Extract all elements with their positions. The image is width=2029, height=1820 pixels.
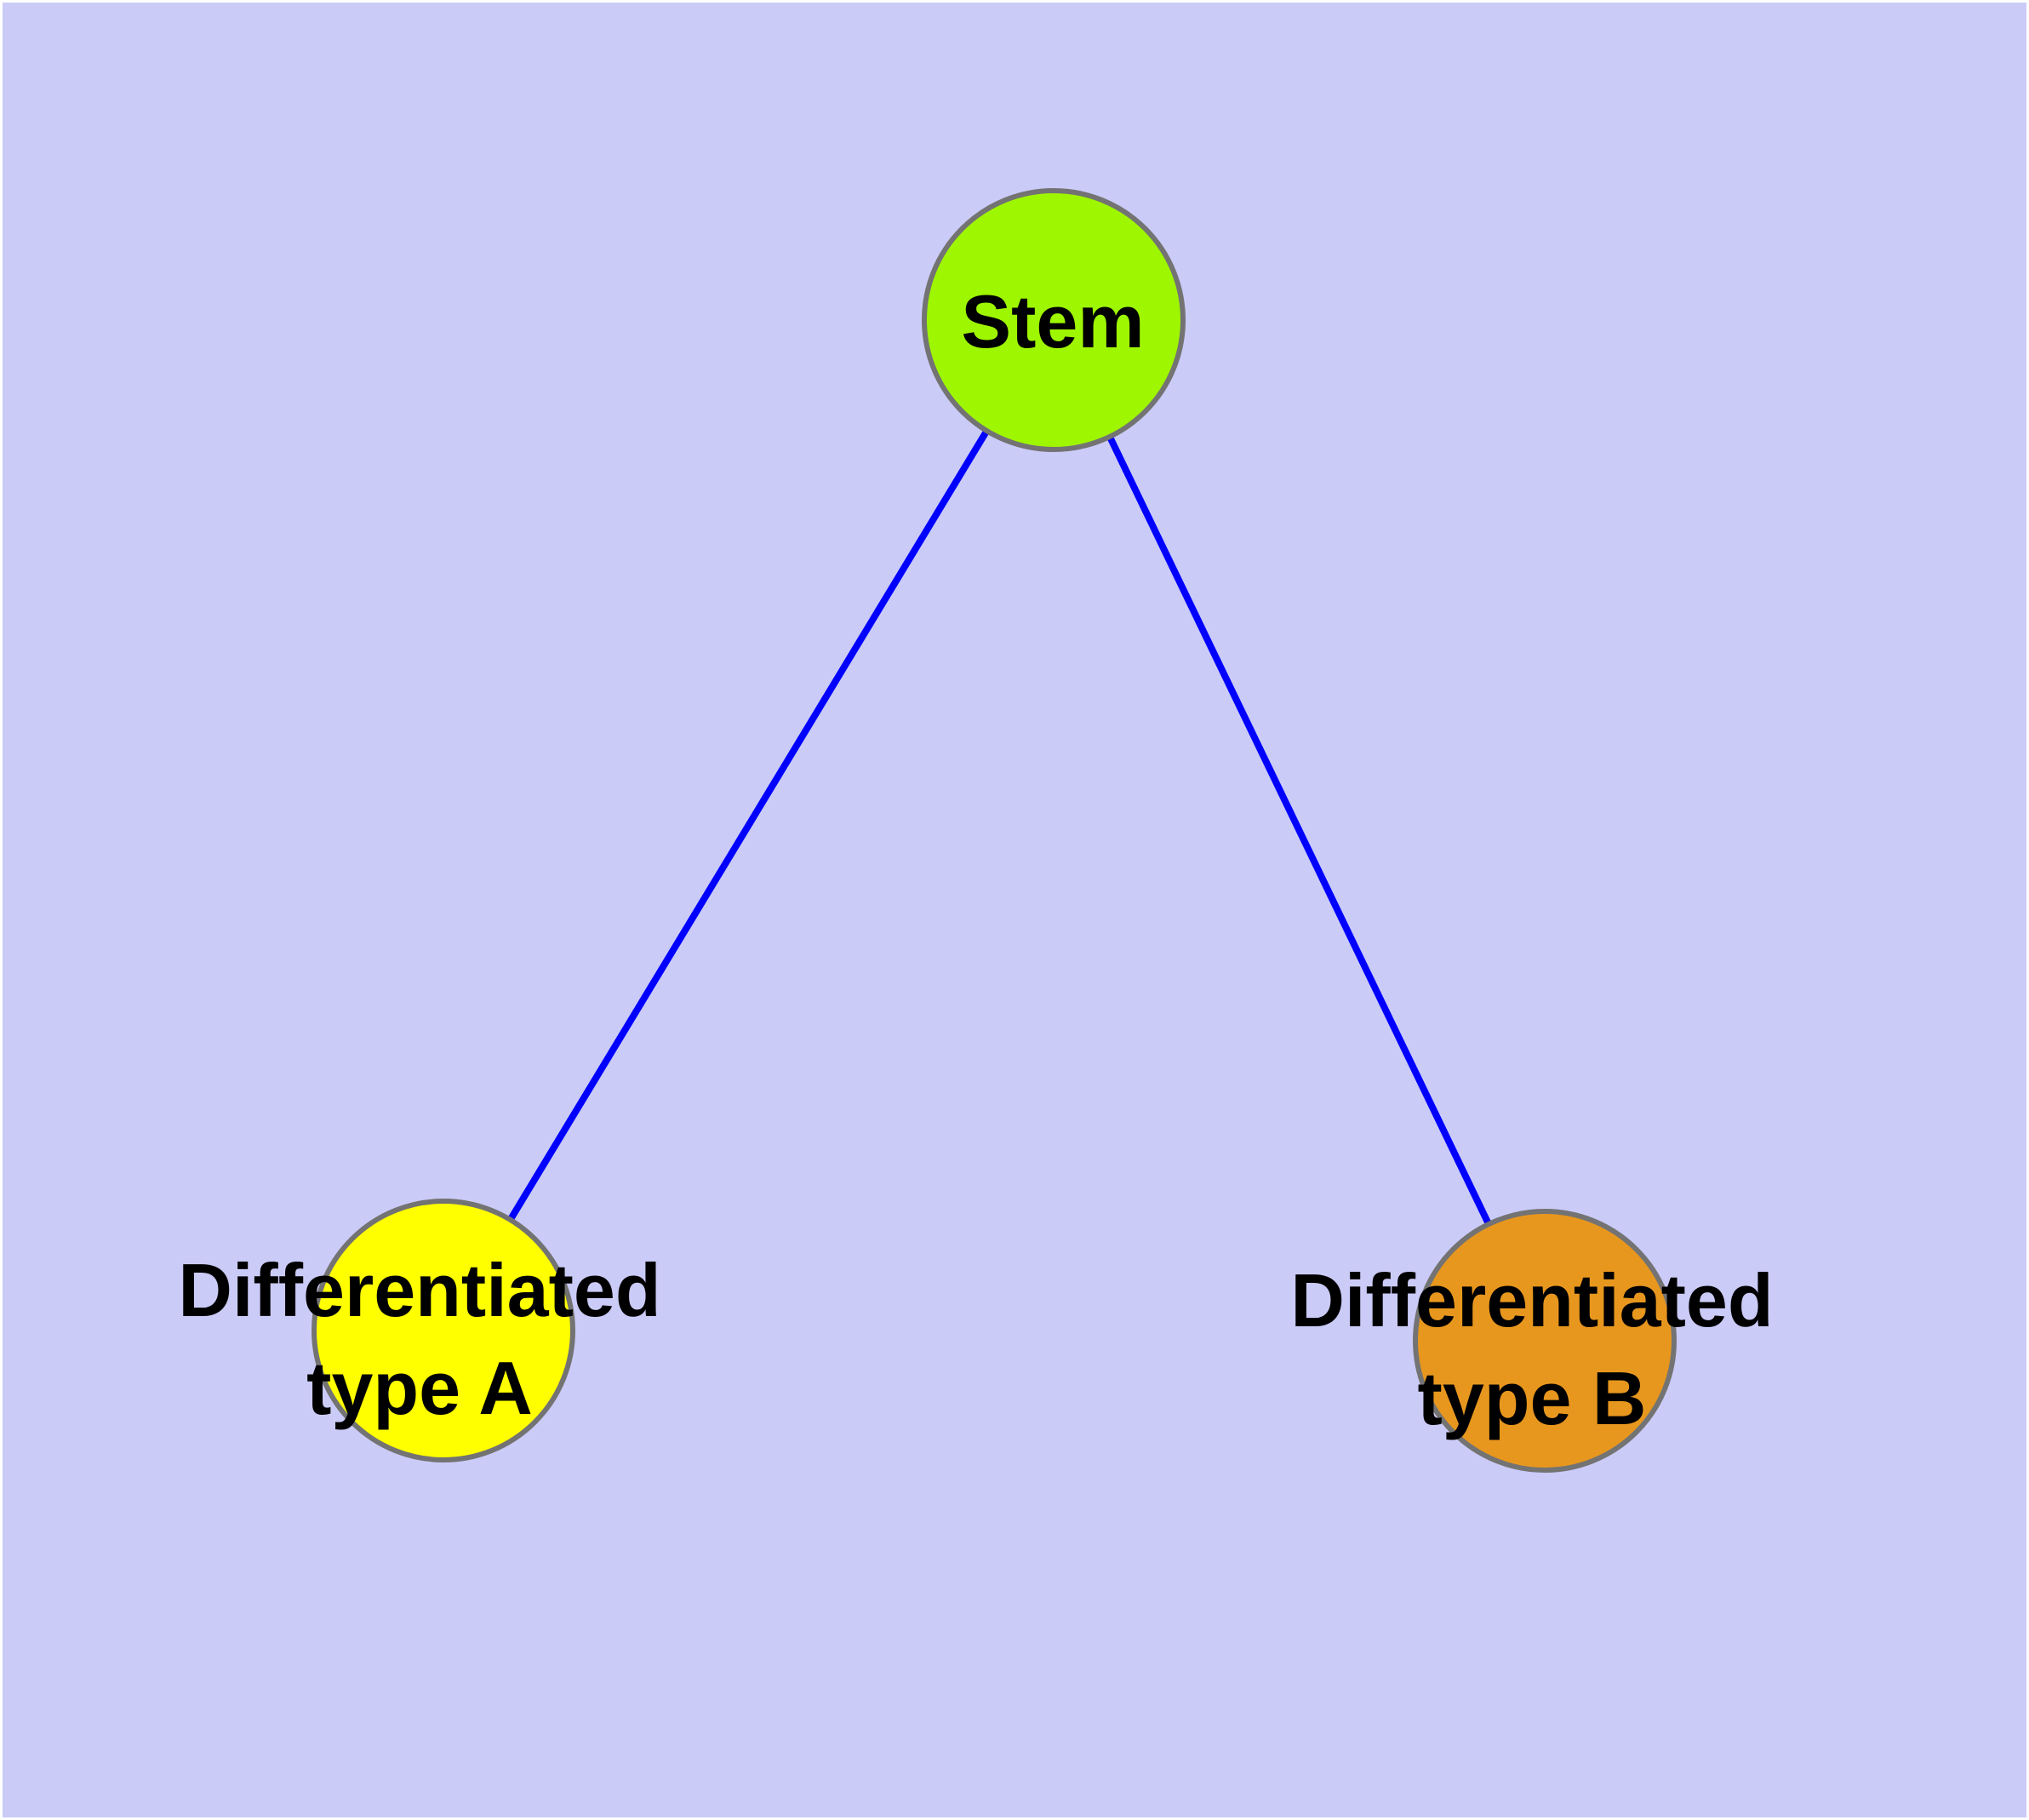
node-type-a — [311, 1199, 575, 1462]
node-type-b — [1413, 1209, 1677, 1473]
node-stem-label: Stem — [961, 279, 1144, 363]
node-type-b-label-line2: type B — [1418, 1356, 1647, 1440]
node-type-b-label-line1: Differentiated — [1290, 1258, 1773, 1342]
edge-stem-to-type-a — [440, 318, 1057, 1333]
edge-stem-to-type-b — [1050, 318, 1548, 1342]
node-type-a-label-line2: type A — [306, 1346, 533, 1430]
node-type-a-label-line1: Differentiated — [178, 1248, 660, 1332]
node-stem — [922, 188, 1186, 452]
